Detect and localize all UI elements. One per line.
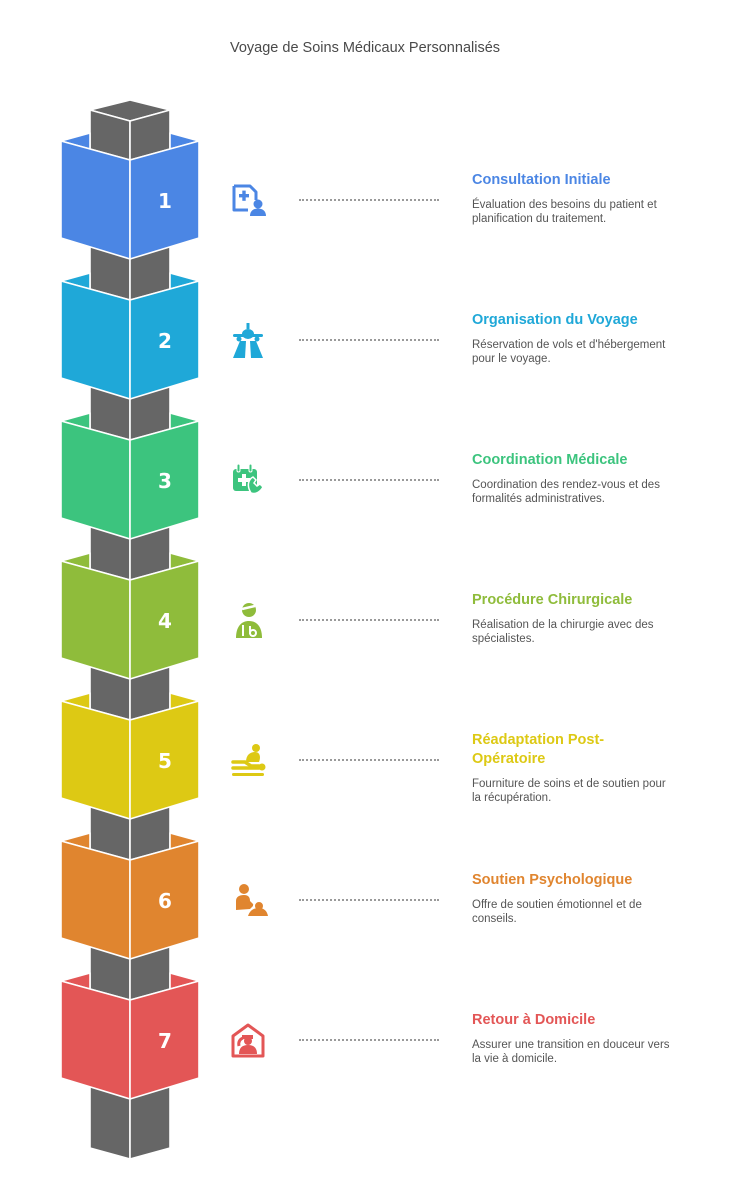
step-number: 2: [158, 329, 172, 353]
step-title: Soutien Psychologique: [472, 872, 633, 888]
step-title: Consultation Initiale: [472, 172, 611, 188]
step-title: Procédure Chirurgicale: [472, 592, 633, 608]
step-number: 6: [158, 889, 172, 913]
step-description: Coordination des rendez-vous et des form…: [472, 479, 660, 505]
step-description: Évaluation des besoins du patient et pla…: [472, 199, 657, 225]
step-description: Offre de soutien émotionnel et de consei…: [472, 899, 642, 925]
block-face-left: [60, 980, 131, 1100]
airplane-runway-icon: [228, 320, 268, 360]
step-tower: 1 2 3 4 5 6 7: [60, 99, 200, 1160]
step-title: Retour à Domicile: [472, 1012, 596, 1028]
block-face-right: [129, 140, 200, 260]
connector-dotted-line: [299, 479, 439, 481]
block-face-left: [60, 420, 131, 540]
block-face-right: [129, 280, 200, 400]
step-title: Coordination Médicale: [472, 452, 628, 468]
block-face-right: [129, 420, 200, 540]
step-number: 7: [158, 1029, 172, 1053]
connector-dotted-line: [299, 899, 439, 901]
block-face-right: [129, 560, 200, 680]
step-description: Réservation de vols et d'hébergement pou…: [472, 339, 666, 365]
massage-therapy-icon: [228, 740, 268, 780]
connector-dotted-line: [299, 339, 439, 341]
diagram-title: Voyage de Soins Médicaux Personnalisés: [229, 40, 501, 56]
connector-dotted-line: [299, 1039, 439, 1041]
step-title: Organisation du Voyage: [472, 312, 638, 328]
block-face-left: [60, 140, 131, 260]
connector-dotted-line: [299, 619, 439, 621]
connector-dotted-line: [299, 199, 439, 201]
block-face-left: [60, 560, 131, 680]
step-title: Réadaptation Post-Opératoire: [472, 732, 605, 767]
block-face-left: [60, 840, 131, 960]
block-face-right: [129, 840, 200, 960]
home-return-icon: [228, 1020, 268, 1060]
step-number: 5: [158, 749, 172, 773]
step-description: Fourniture de soins et de soutien pour l…: [472, 778, 666, 804]
block-face-right: [129, 700, 200, 820]
block-face-left: [60, 280, 131, 400]
injured-patient-icon: [228, 600, 268, 640]
step-number: 3: [158, 469, 172, 493]
step-number: 1: [158, 189, 172, 213]
medical-calendar-phone-icon: [228, 460, 268, 500]
connector-dotted-line: [299, 759, 439, 761]
step-description: Assurer une transition en douceur vers l…: [472, 1039, 670, 1065]
block-face-left: [60, 700, 131, 820]
block-face-right: [129, 980, 200, 1100]
medical-file-user-icon: [228, 180, 268, 220]
step-description: Réalisation de la chirurgie avec des spé…: [472, 619, 654, 645]
step-number: 4: [158, 609, 172, 633]
counseling-icon: [228, 880, 268, 920]
